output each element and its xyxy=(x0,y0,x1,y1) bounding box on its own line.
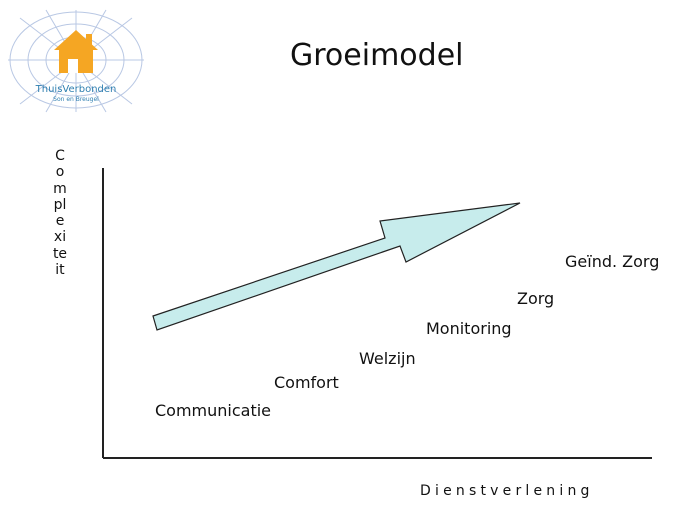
stage-welzijn: Welzijn xyxy=(359,349,416,368)
house-icon xyxy=(54,30,98,73)
logo-text: ThuisVerbonden xyxy=(35,84,117,95)
stage-geind-zorg: Geïnd. Zorg xyxy=(565,252,660,271)
logo: ThuisVerbonden Son en Breugel xyxy=(4,8,148,116)
stage-comfort: Comfort xyxy=(274,373,339,392)
x-axis-label: Dienstverlening xyxy=(420,483,594,499)
spiderweb-house-icon xyxy=(8,9,144,113)
logo-subtext: Son en Breugel xyxy=(53,96,99,103)
page-title: Groeimodel xyxy=(290,38,464,73)
growth-arrow xyxy=(152,202,521,331)
y-axis-label: Complexiteit xyxy=(52,148,68,279)
stage-monitoring: Monitoring xyxy=(426,319,512,338)
stage-communicatie: Communicatie xyxy=(155,401,272,420)
stage-zorg: Zorg xyxy=(517,289,555,308)
